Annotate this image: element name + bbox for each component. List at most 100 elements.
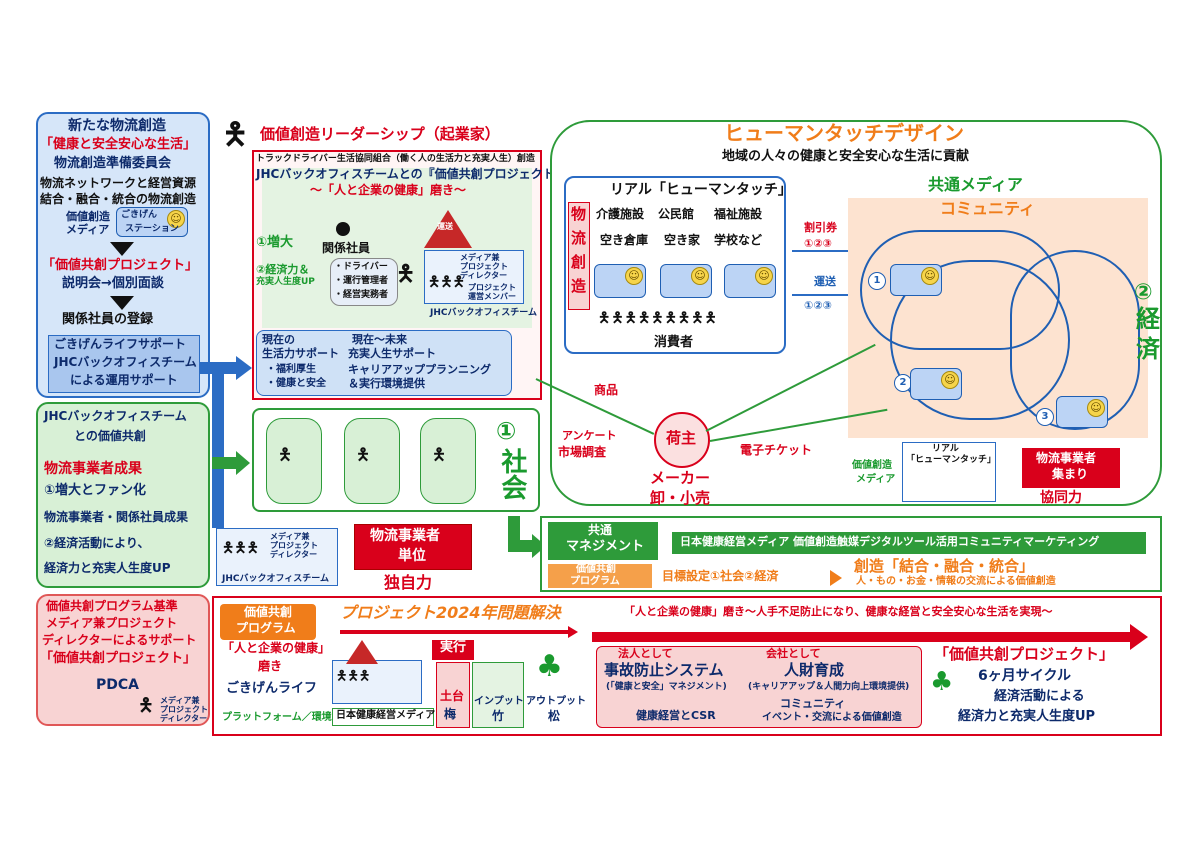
survey-1: アンケート <box>562 429 617 442</box>
human-title: ヒューマンタッチデザイン <box>724 121 964 145</box>
bottom-l1: 価値共創プログラム基準 <box>46 599 178 613</box>
down-arrow-icon <box>110 296 134 310</box>
driver: ・ドライバー <box>334 262 388 272</box>
support-2: JHCバックオフィスチーム <box>54 355 197 369</box>
unit-people-icon: 🯅 <box>278 445 293 464</box>
exec: ・経営実務者 <box>334 290 389 300</box>
bottom-program-2: プログラム <box>236 621 296 635</box>
bottom-l5: PDCA <box>96 677 139 693</box>
safety-panel <box>596 646 922 728</box>
creation-sub: 人・もの・お金・情報の交流による価値創造 <box>856 576 1056 587</box>
delivery: 運送 <box>814 275 836 288</box>
career-1: キャリアアッププランニング <box>348 363 491 376</box>
mid-l5: 物流事業者・関係社員成果 <box>44 510 189 524</box>
common-media: 共通メディア <box>928 175 1023 194</box>
transport-triangle <box>346 640 378 664</box>
left-briefing: 説明会→個別面談 <box>62 276 164 291</box>
corp-1: 法人として <box>618 647 673 660</box>
red-arrow-line <box>592 632 1132 642</box>
logistics-gather-box <box>1022 448 1120 488</box>
station-2: ☺ <box>660 264 712 298</box>
left-project: 「価値共創プロジェクト」 <box>42 258 199 273</box>
mid-l6: ②経済活動により、 <box>44 536 150 550</box>
facility-3: 福祉施設 <box>714 207 763 221</box>
common-2: マネジメント <box>566 539 645 554</box>
independent: 独自力 <box>384 573 433 592</box>
real-small-1: リアル <box>932 444 959 454</box>
life-up: 充実人生度UP <box>256 277 315 287</box>
manager: ・運行管理者 <box>334 276 389 286</box>
arrow-right-icon <box>236 356 252 380</box>
station-label-1: ごきげん <box>121 210 158 220</box>
left-media-1: 価値創造 <box>66 210 110 223</box>
left-title-2: 「健康と安全安心な生活」 <box>40 137 197 152</box>
bottom-program-1: 価値共創 <box>244 605 293 619</box>
logistics-unit-2: 単位 <box>398 548 426 564</box>
arrow-left-icon <box>792 250 848 252</box>
future: 現在～未来 <box>352 333 407 346</box>
media-role-1: メディア兼 <box>460 253 500 262</box>
unit-cell-1 <box>266 418 322 504</box>
welfare: ・福利厚生 <box>266 364 316 375</box>
support-box <box>48 335 200 393</box>
creation: 創造「結合・融合・統合」 <box>854 557 1035 575</box>
logistics-v-box <box>568 202 590 310</box>
community-station-3: ☺ <box>1056 396 1108 428</box>
arrow-right-icon <box>212 457 238 469</box>
num-3: 3 <box>1036 408 1054 426</box>
accident-sub: (「健康と安全」マネジメント) <box>606 682 727 692</box>
mid-l2: との価値共創 <box>74 429 146 443</box>
eco-num: ② <box>1134 280 1153 305</box>
left-title-1: 新たな物流創造 <box>68 118 166 134</box>
media-line: 日本健康経営メディア 価値創造触媒デジタルツール活用コミュニティマーケティング <box>680 535 1100 548</box>
unit-people-icon: 🯅 <box>356 445 371 464</box>
health-csr: 健康経営とCSR <box>636 709 716 722</box>
foundation: 土台 <box>440 689 465 703</box>
eco-2: 経済力と充実人生度UP <box>958 709 1096 724</box>
bottom-team-box <box>332 660 422 704</box>
consumer-people-icon: 🯅🯅🯅🯅🯅🯅🯅🯅🯅 <box>598 310 718 326</box>
logistics-gather-1: 物流事業者 <box>1036 451 1097 465</box>
pine-icon: ♣ <box>536 649 563 684</box>
discount: 割引券 <box>804 221 837 234</box>
director-2: プロジェクト <box>160 705 208 714</box>
director-3: ディレクター <box>160 714 208 723</box>
mid-l3: 物流事業者成果 <box>44 461 142 477</box>
left-media-2: メディア <box>66 223 110 236</box>
support-1: ごきげんライフサポート <box>54 337 187 351</box>
eco-v-2: 済 <box>1136 335 1160 363</box>
smile-icon: ☺ <box>755 267 773 285</box>
facility-6: 学校など <box>714 233 763 247</box>
media-role-2: プロジェクト <box>460 262 508 271</box>
platform: プラットフォーム／環境 <box>222 712 332 723</box>
take: 竹 <box>492 709 505 723</box>
value-media-1: 価値創造 <box>852 460 892 471</box>
headline: プロジェクト2024年問題解決 <box>340 603 561 622</box>
human-subtitle: 地域の人々の健康と安全安心な生活に貢献 <box>722 149 970 164</box>
execute: 実行 <box>440 640 467 655</box>
pine-icon: ♣ <box>930 667 954 697</box>
community-station-2: ☺ <box>910 368 962 400</box>
shipper: 荷主 <box>666 429 697 447</box>
staff-title: 関係社員 <box>322 241 371 255</box>
company: 会社として <box>766 647 821 660</box>
blue-connector-vertical <box>212 362 224 528</box>
smile-icon: ☺ <box>167 210 185 228</box>
bottom-community: コミュニティ <box>780 697 846 710</box>
logistics-v-1: 物 <box>571 205 587 223</box>
logistics-v-3: 創 <box>571 253 587 271</box>
team-bottom-2: プロジェクト <box>270 541 318 550</box>
smile-icon: ☺ <box>921 267 939 285</box>
polish: ～「人と企業の健康」磨き～ <box>310 183 467 197</box>
logistics-v-4: 造 <box>571 277 587 295</box>
facility-5: 空き家 <box>664 233 701 247</box>
transport-triangle <box>424 210 472 248</box>
wholesale: 卸・小売 <box>650 489 711 507</box>
product: 商品 <box>594 383 619 397</box>
jhc-project: JHCバックオフィスチームとの『価値共創プロジェクト』 <box>256 167 567 181</box>
left-title-3: 物流創造準備委員会 <box>54 156 172 171</box>
logistics-gather-2: 集まり <box>1052 467 1089 481</box>
now: 現在の <box>262 333 295 346</box>
input: インプット <box>474 696 524 707</box>
down-arrow-icon <box>110 242 134 256</box>
